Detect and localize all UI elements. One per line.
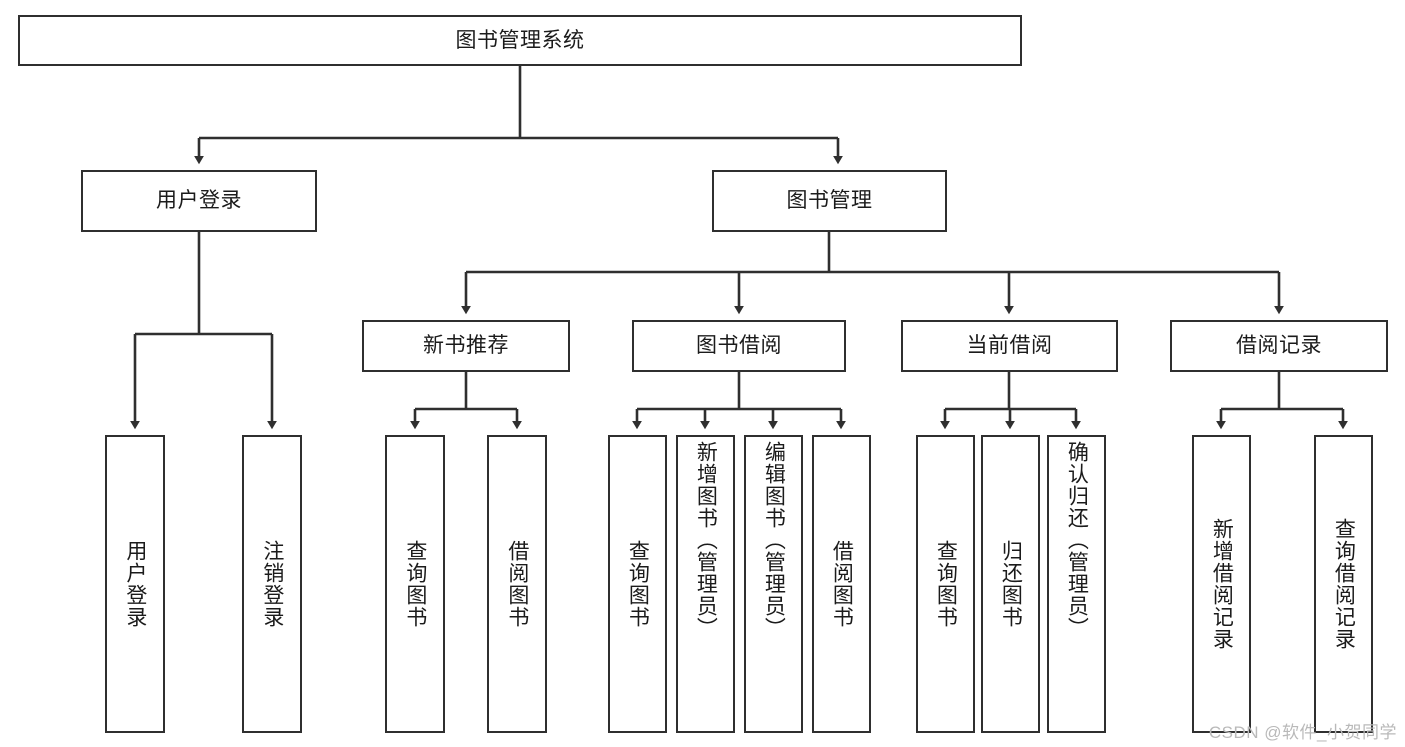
node-user-login[interactable]: 用户登录 (81, 170, 317, 232)
leaf-query-borrow-record[interactable]: 查询借阅记录 (1314, 435, 1373, 733)
leaf-borrow-book-new-label: 借阅图书 (505, 540, 529, 628)
node-book-management-label: 图书管理 (786, 189, 873, 213)
leaf-query-book-borrow[interactable]: 查询图书 (608, 435, 667, 733)
leaf-logout-label: 注销登录 (260, 540, 284, 628)
node-book-borrow-label: 图书借阅 (696, 334, 782, 358)
leaf-query-book-new-label: 查询图书 (403, 540, 427, 628)
leaf-add-borrow-record-label: 新增借阅记录 (1210, 518, 1234, 650)
leaf-confirm-return-admin[interactable]: 确认归还（管理员） (1047, 435, 1106, 733)
node-book-borrow[interactable]: 图书借阅 (632, 320, 846, 372)
leaf-return-book-label: 归还图书 (999, 540, 1023, 628)
leaf-logout[interactable]: 注销登录 (242, 435, 302, 733)
node-root[interactable]: 图书管理系统 (18, 15, 1022, 66)
watermark-text: CSDN @软件_小贺同学 (1208, 723, 1397, 742)
leaf-confirm-return-admin-label: 确认归还（管理员） (1065, 441, 1089, 639)
node-borrow-records[interactable]: 借阅记录 (1170, 320, 1388, 372)
node-root-label: 图书管理系统 (455, 28, 585, 52)
node-book-management[interactable]: 图书管理 (712, 170, 947, 232)
leaf-edit-book-admin[interactable]: 编辑图书（管理员） (744, 435, 803, 733)
node-new-book-recommend-label: 新书推荐 (423, 334, 509, 358)
leaf-add-borrow-record[interactable]: 新增借阅记录 (1192, 435, 1251, 733)
leaf-user-login[interactable]: 用户登录 (105, 435, 165, 733)
leaf-borrow-book[interactable]: 借阅图书 (812, 435, 871, 733)
leaf-return-book[interactable]: 归还图书 (981, 435, 1040, 733)
leaf-query-book-new[interactable]: 查询图书 (385, 435, 445, 733)
leaf-borrow-book-label: 借阅图书 (830, 540, 854, 628)
node-new-book-recommend[interactable]: 新书推荐 (362, 320, 570, 372)
leaf-edit-book-admin-label: 编辑图书（管理员） (762, 441, 786, 639)
node-current-borrow-label: 当前借阅 (966, 334, 1053, 358)
node-current-borrow[interactable]: 当前借阅 (901, 320, 1118, 372)
node-borrow-records-label: 借阅记录 (1236, 334, 1322, 358)
node-user-login-label: 用户登录 (156, 189, 242, 213)
leaf-add-book-admin[interactable]: 新增图书（管理员） (676, 435, 735, 733)
leaf-borrow-book-new[interactable]: 借阅图书 (487, 435, 547, 733)
leaf-user-login-label: 用户登录 (123, 540, 147, 628)
leaf-query-book-current[interactable]: 查询图书 (916, 435, 975, 733)
leaf-query-borrow-record-label: 查询借阅记录 (1332, 518, 1356, 650)
leaf-query-book-current-label: 查询图书 (934, 540, 958, 628)
leaf-add-book-admin-label: 新增图书（管理员） (694, 441, 718, 639)
leaf-query-book-borrow-label: 查询图书 (626, 540, 650, 628)
